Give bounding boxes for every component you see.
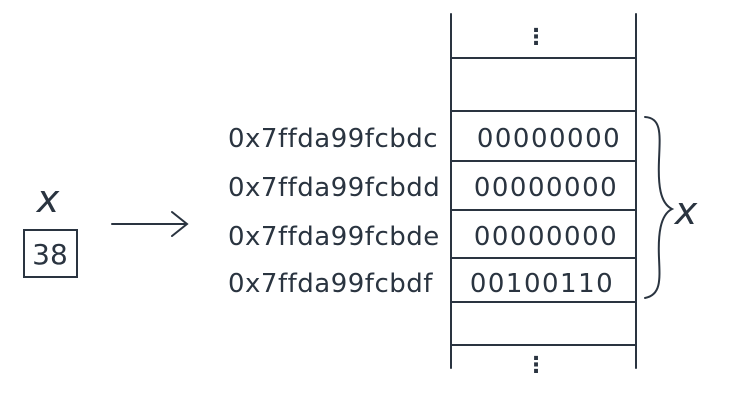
variable-name: x xyxy=(36,177,60,221)
memory-byte: 00000000 xyxy=(474,222,618,252)
memory-byte: 00100110 xyxy=(470,269,614,299)
top-ellipsis: ⋮ xyxy=(525,25,547,50)
variable-value-box xyxy=(23,229,78,278)
right-brace-icon xyxy=(644,116,675,299)
arrow-icon xyxy=(111,211,189,237)
memory-address: 0x7ffda99fcbde xyxy=(228,222,440,252)
brace-label: x xyxy=(674,189,698,233)
variable-value: 38 xyxy=(32,238,68,271)
memory-address: 0x7ffda99fcbdc xyxy=(228,124,438,154)
memory-address: 0x7ffda99fcbdd xyxy=(228,173,440,203)
memory-byte: 00000000 xyxy=(477,124,621,154)
bottom-ellipsis: ⋮ xyxy=(525,353,547,378)
memory-byte: 00000000 xyxy=(474,173,618,203)
memory-address: 0x7ffda99fcbdf xyxy=(228,269,433,299)
